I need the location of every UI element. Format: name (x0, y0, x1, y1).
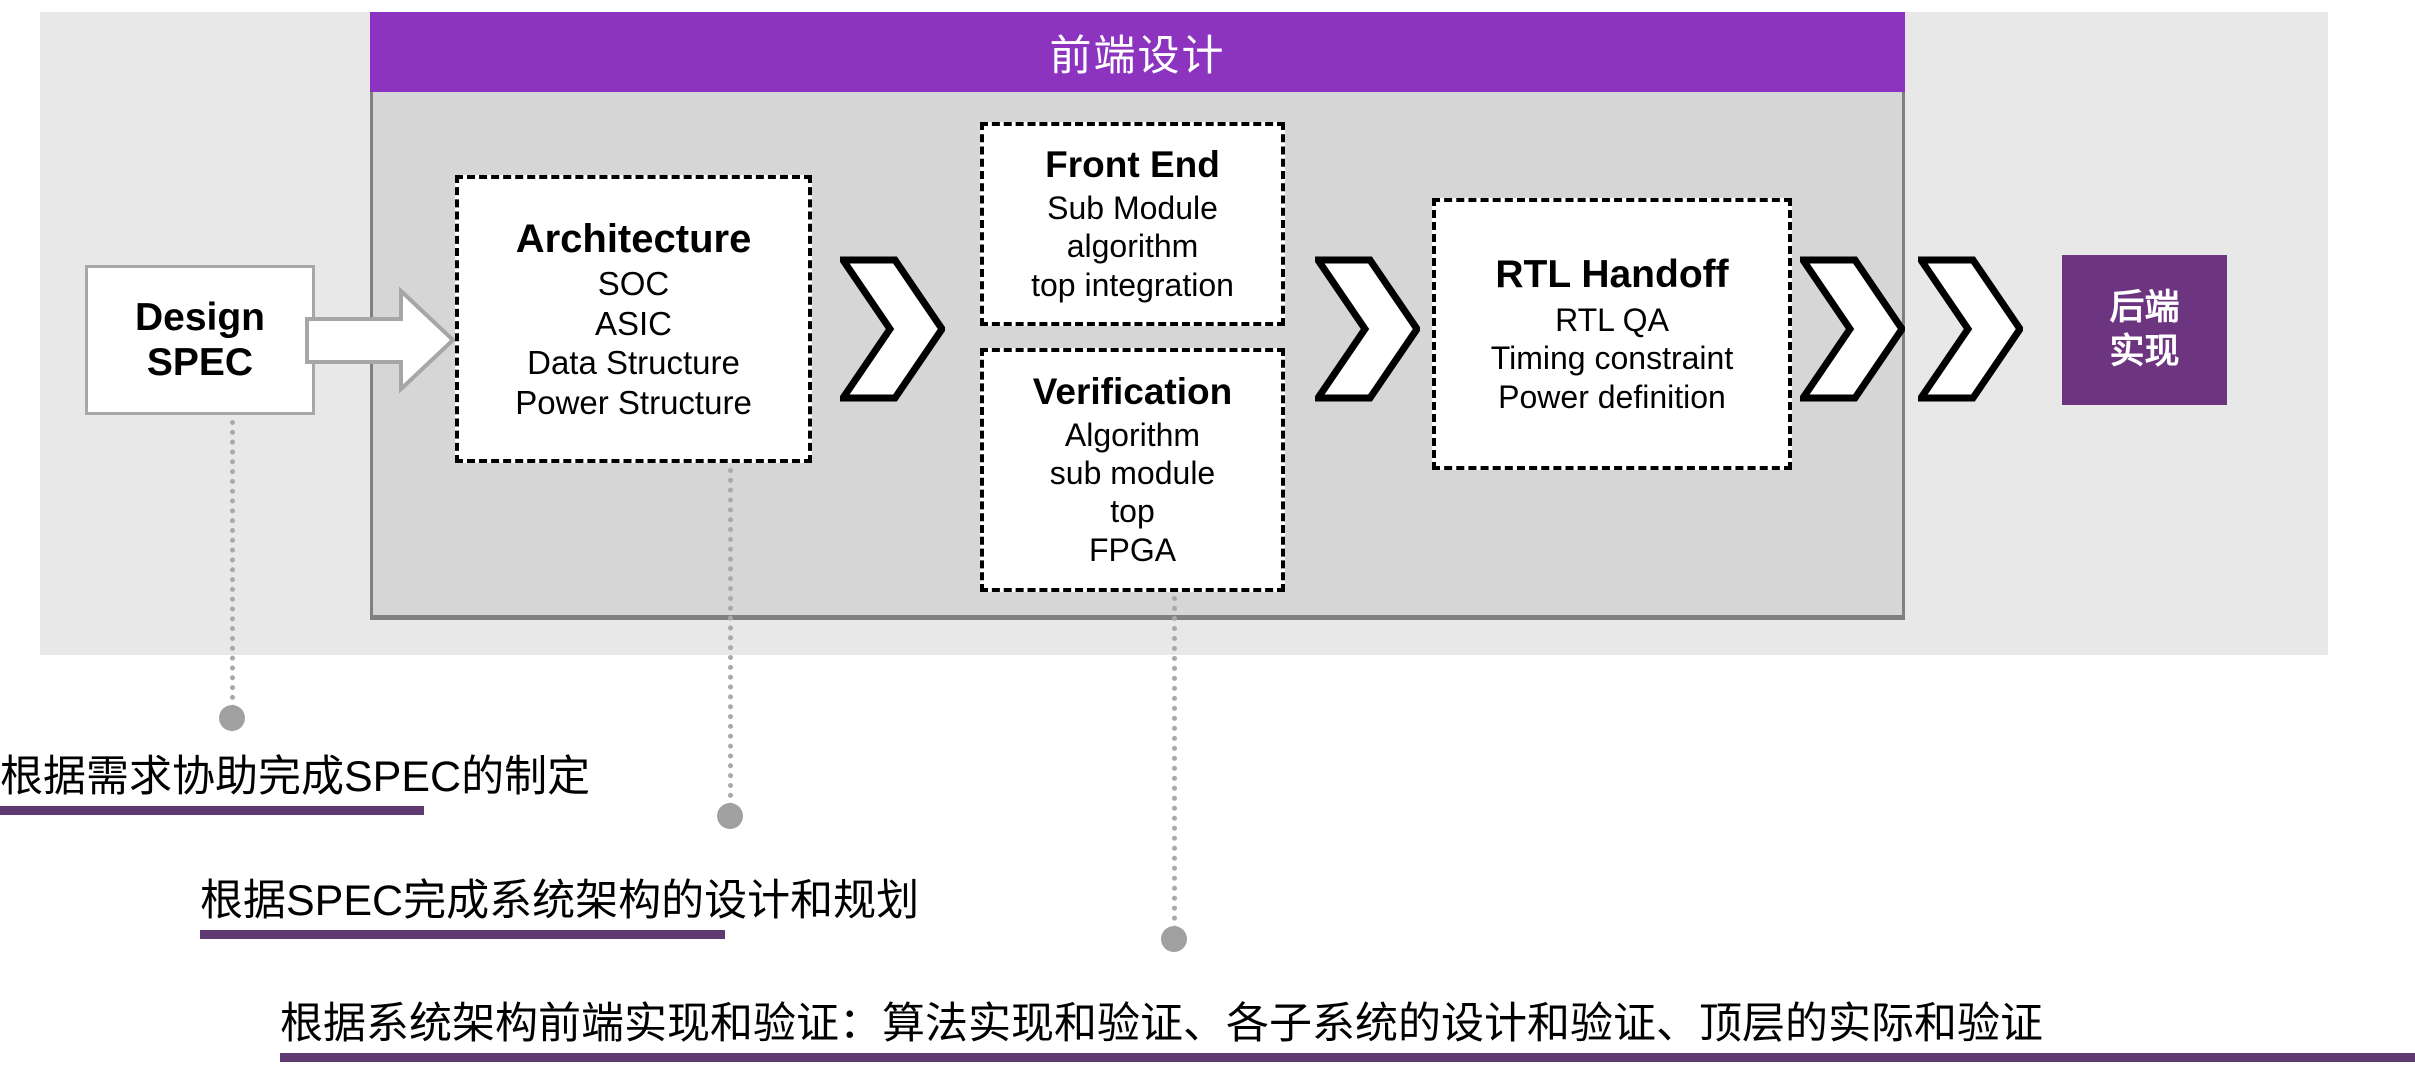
connector-dot-icon (1161, 926, 1187, 952)
stage-item: ASIC (594, 304, 673, 342)
annotation-underline (0, 806, 424, 816)
right-chevron-icon (1914, 255, 2025, 403)
stage-item: FPGA (1088, 531, 1177, 568)
stage-box-design-spec[interactable]: Design SPEC (85, 265, 315, 415)
stage-item: algorithm (1066, 228, 1199, 265)
stage-heading: Architecture (515, 216, 752, 261)
stage-item: sub module (1049, 455, 1216, 492)
stage-item: Power definition (1498, 378, 1726, 415)
stage-box-architecture[interactable]: Architecture SOC ASIC Data Structure Pow… (455, 175, 812, 463)
stage-heading: RTL Handoff (1495, 252, 1729, 296)
stage-item: top (1110, 493, 1155, 530)
stage-box-backend[interactable]: 后端 实现 (2062, 255, 2227, 405)
annotation-front-end: 根据系统架构前端实现和验证：算法实现和验证、各子系统的设计和验证、顶层的实际和验… (280, 1000, 2415, 1063)
annotation-underline (200, 930, 725, 940)
stage-item: Algorithm (1064, 416, 1201, 453)
right-chevron-icon (836, 255, 947, 403)
connector-dot-icon (717, 803, 743, 829)
stage-heading: Front End (1045, 143, 1220, 185)
annotation-architecture: 根据SPEC完成系统架构的设计和规划 (200, 877, 920, 940)
stage-item: Timing constraint (1490, 340, 1734, 377)
stage-heading: 后端 (2109, 288, 2180, 328)
right-block-arrow-icon (305, 283, 456, 398)
stage-heading-line2: SPEC (146, 341, 254, 384)
panel-header: 前端设计 (370, 12, 1905, 92)
stage-item: top integration (1031, 266, 1234, 303)
stage-heading-line2: 实现 (2109, 332, 2180, 371)
stage-item: Data Structure (527, 344, 740, 382)
connector-line-architecture (728, 468, 733, 808)
stage-item: RTL QA (1555, 302, 1669, 339)
annotation-design-spec: 根据需求协助完成SPEC的制定 (0, 753, 591, 816)
stage-item: SOC (597, 265, 670, 302)
connector-dot-icon (219, 705, 245, 731)
annotation-underline (280, 1053, 2415, 1063)
connector-line-design-spec (230, 420, 235, 710)
right-chevron-icon (1311, 255, 1422, 403)
stage-item: Power Structure (515, 383, 752, 421)
stage-item: Sub Module (1047, 189, 1218, 226)
stage-box-front-end[interactable]: Front End Sub Module algorithm top integ… (980, 122, 1285, 326)
stage-heading: Design (134, 295, 266, 339)
stage-heading: Verification (1032, 370, 1233, 412)
panel-title: 前端设计 (1049, 31, 1226, 79)
annotation-text: 根据系统架构前端实现和验证：算法实现和验证、各子系统的设计和验证、顶层的实际和验… (280, 1000, 2043, 1048)
stage-box-verification[interactable]: Verification Algorithm sub module top FP… (980, 348, 1285, 592)
annotation-text: 根据需求协助完成SPEC的制定 (0, 753, 591, 801)
right-chevron-icon (1796, 255, 1907, 403)
stage-box-rtl-handoff[interactable]: RTL Handoff RTL QA Timing constraint Pow… (1432, 198, 1792, 470)
connector-line-front-end (1172, 596, 1177, 931)
annotation-text: 根据SPEC完成系统架构的设计和规划 (200, 877, 920, 925)
